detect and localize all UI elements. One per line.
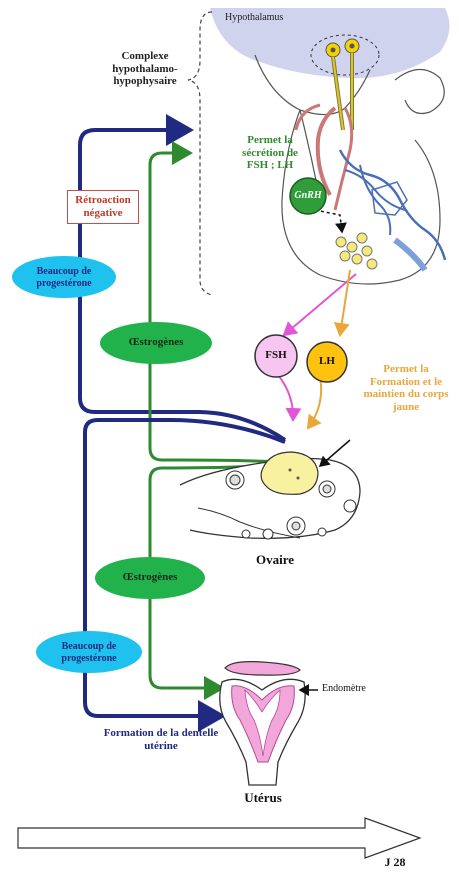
ellipse-beaucoup-prog-top (12, 256, 116, 298)
hypothalamus-label: Hypothalamus (225, 12, 284, 23)
oestrogenes-top-label: Œstrogènes (128, 336, 184, 348)
gnrh-label: GnRH (294, 190, 322, 201)
ellipse-oestrogenes-bottom (95, 557, 205, 599)
oestrogenes-bottom-label: Œstrogènes (122, 571, 178, 583)
neurons-icon (310, 34, 380, 131)
pituitary-cells-icon (335, 232, 378, 270)
fsh-arrow (282, 273, 357, 337)
navy-arrow-top (78, 114, 287, 442)
timeline-arrow (17, 817, 422, 859)
corps-jaune-pointer (318, 439, 351, 467)
endometre-label: Endomètre (322, 683, 366, 694)
portal-vessels-icon (294, 103, 447, 272)
complexe-label: Complexe hypothalamo-hypophysaire (112, 50, 178, 88)
beaucoup-prog-top-label: Beaucoup de progestérone (36, 266, 92, 289)
corps-jaune-icon (260, 451, 319, 495)
gnrh-circle (289, 177, 327, 215)
lh-label: LH (319, 355, 335, 367)
navy-arrow-bottom (83, 418, 286, 732)
ellipse-oestrogenes-top (100, 322, 212, 364)
fsh-to-ovary-arrow (277, 374, 302, 422)
gnrh-dotted-arrow (314, 209, 347, 234)
lh-circle (306, 341, 348, 383)
follicles-icon (225, 470, 357, 540)
beaucoup-prog-bottom-label: Beaucoup de progestérone (61, 641, 117, 664)
lh-arrow (333, 269, 351, 337)
retroaction-box: Rétroaction négative (67, 190, 139, 224)
complexe-brace (187, 11, 213, 296)
uterus-shape (219, 661, 306, 786)
uterus-label: Utérus (244, 790, 282, 805)
ovaire-label: Ovaire (255, 552, 295, 567)
permet-formation-label: Permet la Formation et le maintien du co… (363, 363, 449, 413)
hypothalamus-shape (210, 8, 450, 79)
lh-to-ovary-arrow (306, 376, 323, 430)
formation-dentelle-label: Formation de la dentelle utérine (103, 727, 219, 752)
green-arrow-top (148, 141, 286, 464)
permet-secretion-label: Permet la sécrétion de FSH ; LH (242, 134, 298, 172)
fsh-label: FSH (265, 349, 287, 361)
j28-label: J 28 (384, 855, 406, 869)
fsh-circle (254, 334, 298, 378)
ellipse-beaucoup-prog-bottom (36, 631, 142, 673)
